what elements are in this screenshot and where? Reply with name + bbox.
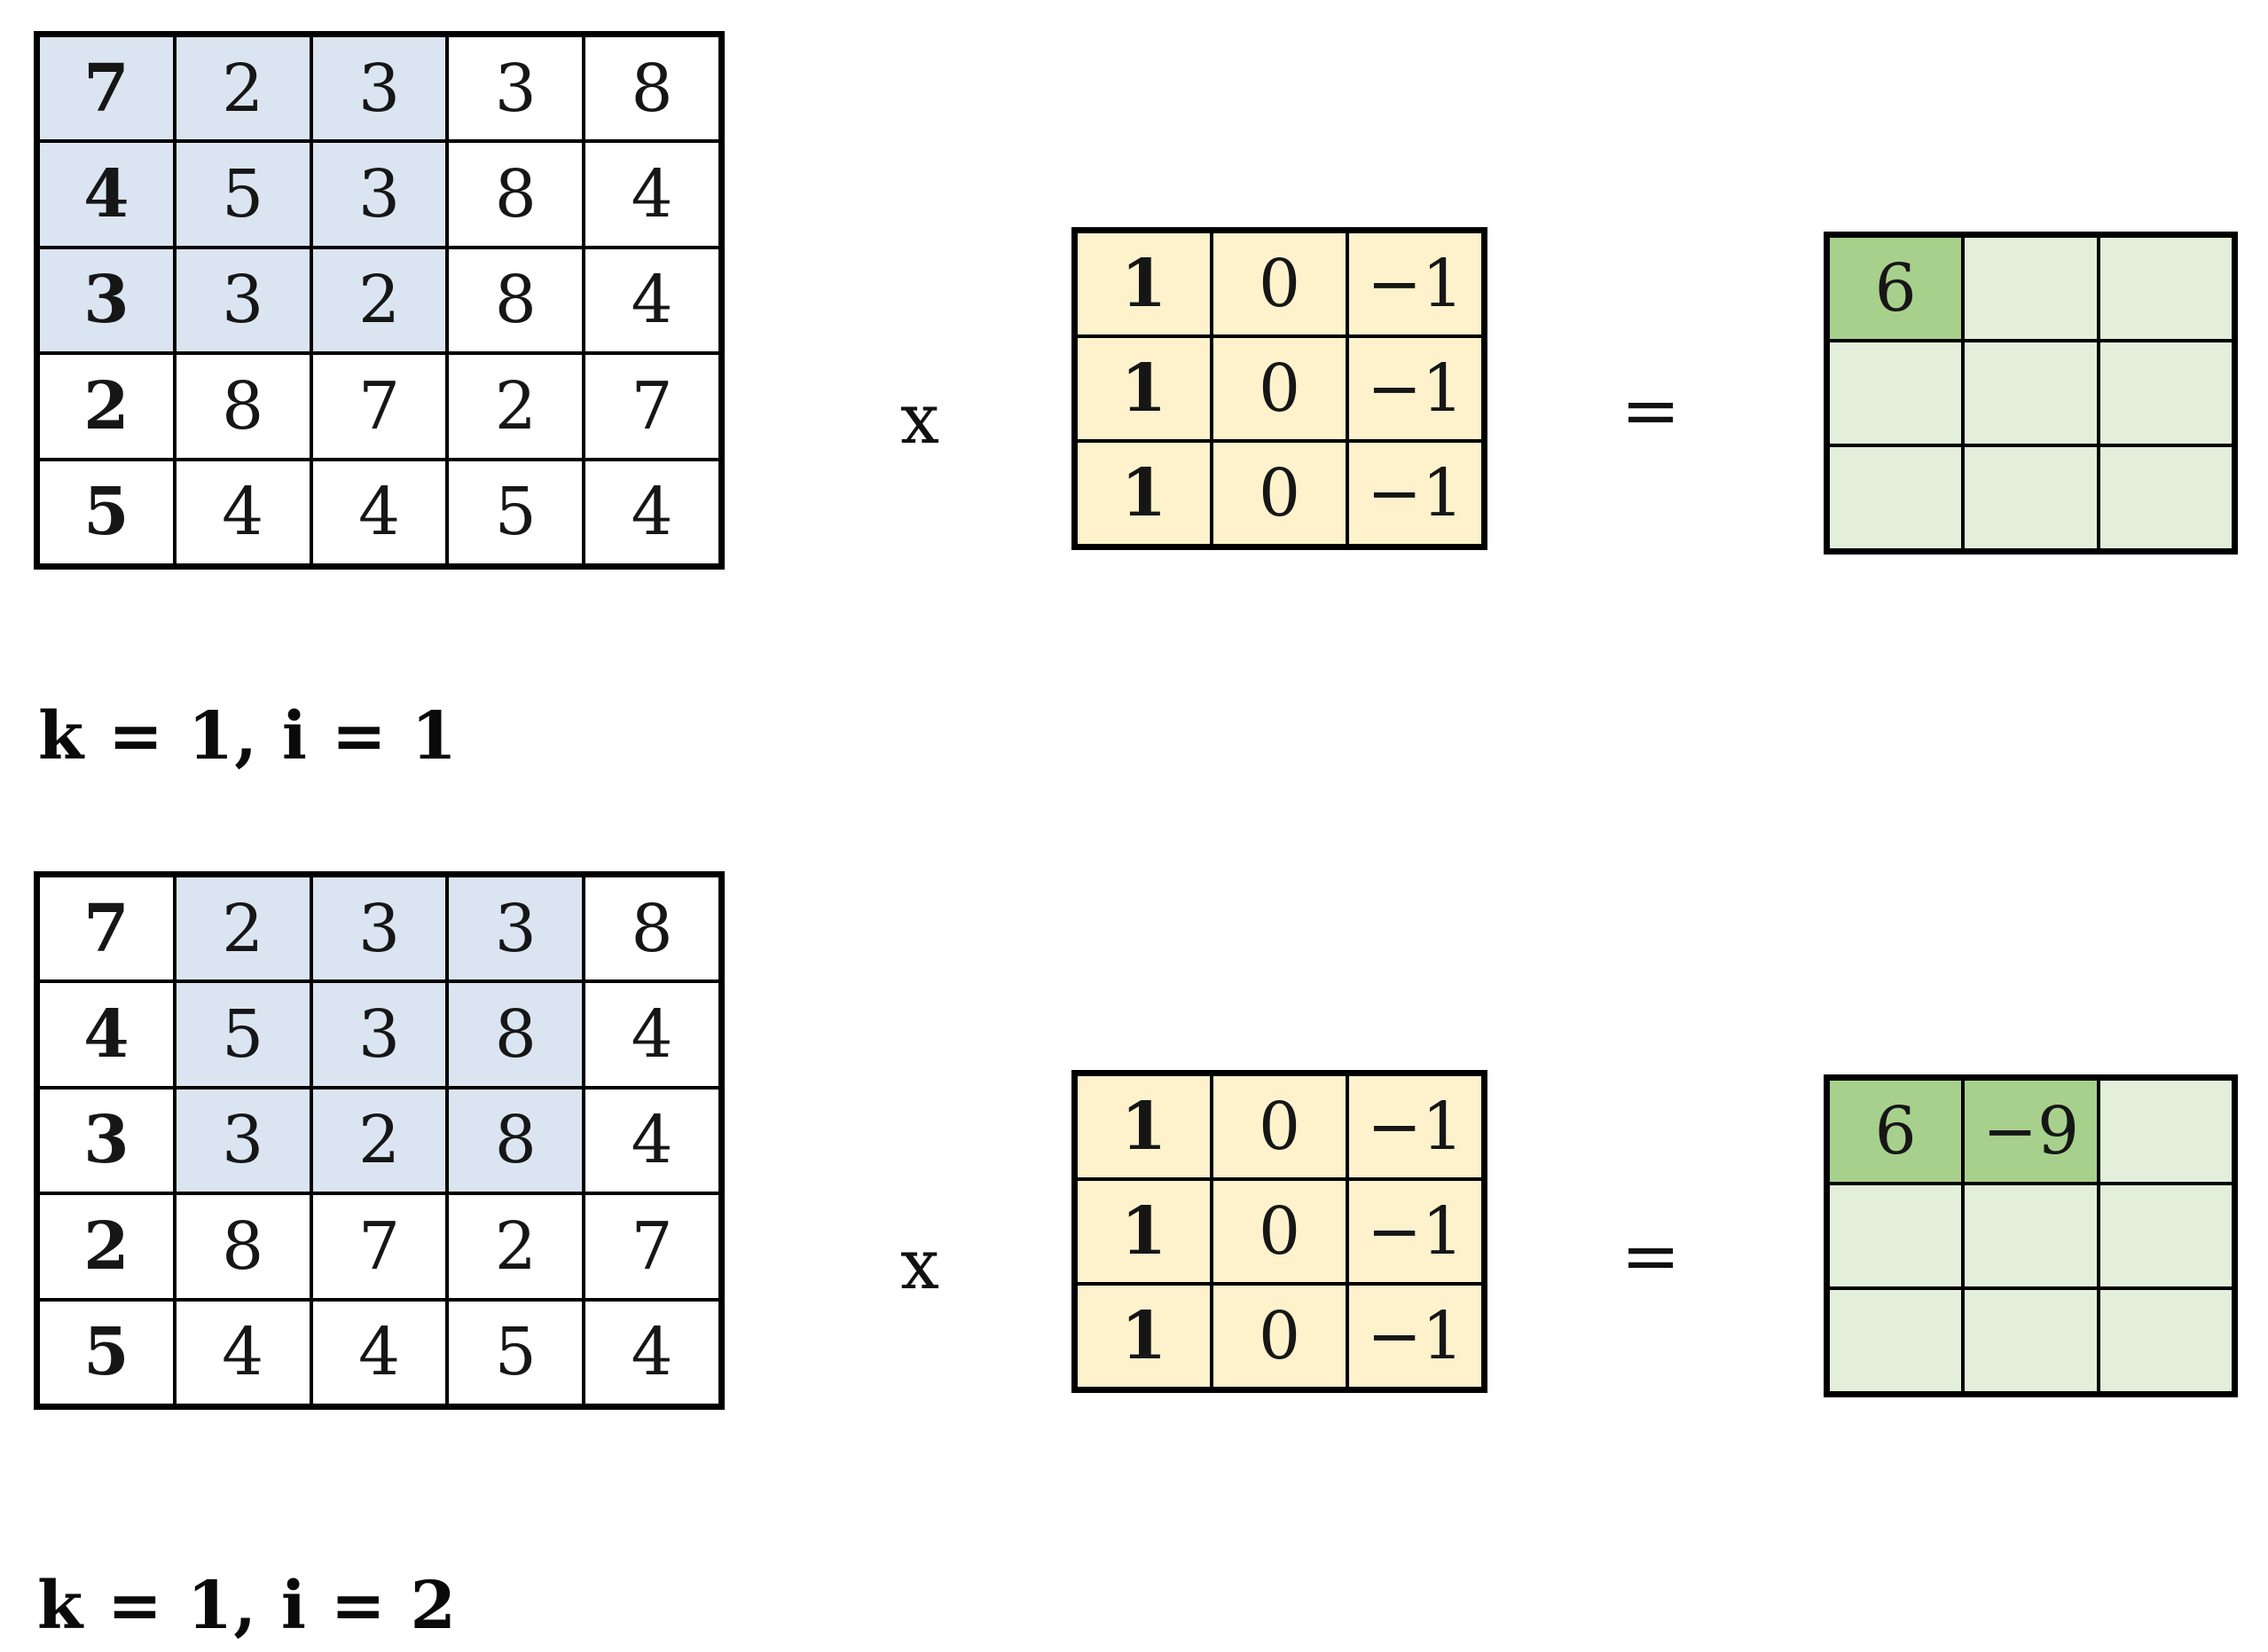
matrix-cell-r3c0: 2 <box>38 1193 175 1300</box>
matrix-cell-r2c3: 8 <box>447 247 585 354</box>
matrix-cell-r1c0 <box>1828 1184 1964 1288</box>
matrix-cell-r2c0: 3 <box>38 247 175 354</box>
matrix-cell-r3c4: 7 <box>584 353 720 460</box>
matrix-cell-r1c4: 4 <box>584 141 720 248</box>
equals-operator-step1: = <box>1621 369 1681 452</box>
matrix-cell-r4c4: 4 <box>584 459 720 565</box>
matrix-cell-r0c1 <box>1963 236 2099 341</box>
matrix-cell-r0c2 <box>2098 1079 2233 1184</box>
matrix-cell-r0c0: 7 <box>38 876 175 982</box>
matrix-cell-r1c3: 8 <box>447 141 585 248</box>
matrix-cell-r1c0: 4 <box>38 981 175 1088</box>
matrix-cell-r0c1: 0 <box>1212 232 1347 336</box>
matrix-cell-r0c4: 8 <box>584 876 720 982</box>
step2-label: k = 1, i = 2 <box>37 1568 457 1644</box>
matrix-cell-r0c2 <box>2098 236 2233 341</box>
matrix-cell-r4c2: 4 <box>310 1299 448 1405</box>
matrix-cell-r3c1: 8 <box>174 353 311 460</box>
matrix-cell-r1c2 <box>2098 341 2233 445</box>
matrix-cell-r3c3: 2 <box>447 353 585 460</box>
matrix-cell-r1c1: 5 <box>174 141 311 248</box>
matrix-cell-r2c2 <box>2098 445 2233 550</box>
matrix-cell-r0c0: 1 <box>1076 232 1212 336</box>
matrix-cell-r0c0: 6 <box>1828 236 1964 341</box>
matrix-cell-r2c3: 8 <box>447 1087 585 1194</box>
matrix-cell-r4c3: 5 <box>447 459 585 565</box>
matrix-cell-r3c3: 2 <box>447 1193 585 1300</box>
matrix-cell-r2c1: 0 <box>1212 441 1347 546</box>
matrix-cell-r2c4: 4 <box>584 1087 720 1194</box>
multiply-operator-step2: x <box>900 1225 939 1305</box>
matrix-cell-r2c1: 0 <box>1212 1284 1347 1388</box>
matrix-cell-r2c2: −1 <box>1347 441 1483 546</box>
matrix-cell-r3c0: 2 <box>38 353 175 460</box>
matrix-cell-r0c3: 3 <box>447 35 585 142</box>
matrix-cell-r0c2: −1 <box>1347 1074 1483 1179</box>
matrix-cell-r0c0: 1 <box>1076 1074 1212 1179</box>
matrix-cell-r3c2: 7 <box>310 1193 448 1300</box>
matrix-cell-r1c2: −1 <box>1347 336 1483 441</box>
matrix-cell-r0c0: 7 <box>38 35 175 142</box>
matrix-cell-r2c2: −1 <box>1347 1284 1483 1388</box>
matrix-cell-r4c0: 5 <box>38 1299 175 1405</box>
matrix-cell-r2c2: 2 <box>310 1087 448 1194</box>
matrix-cell-r2c0: 1 <box>1076 441 1212 546</box>
multiply-operator-step1: x <box>900 380 939 460</box>
matrix-cell-r3c1: 8 <box>174 1193 311 1300</box>
matrix-cell-r2c1 <box>1963 1288 2099 1393</box>
matrix-cell-r4c1: 4 <box>174 1299 311 1405</box>
matrix-cell-r0c2: −1 <box>1347 232 1483 336</box>
matrix-cell-r2c0: 3 <box>38 1087 175 1194</box>
matrix-cell-r1c0: 4 <box>38 141 175 248</box>
matrix-cell-r2c2 <box>2098 1288 2233 1393</box>
matrix-cell-r0c4: 8 <box>584 35 720 142</box>
matrix-cell-r2c0 <box>1828 445 1964 550</box>
matrix-cell-r2c0: 1 <box>1076 1284 1212 1388</box>
matrix-cell-r1c2: −1 <box>1347 1179 1483 1284</box>
matrix-cell-r4c1: 4 <box>174 459 311 565</box>
matrix-cell-r1c1 <box>1963 1184 2099 1288</box>
matrix-cell-r2c0 <box>1828 1288 1964 1393</box>
matrix-cell-r3c2: 7 <box>310 353 448 460</box>
matrix-cell-r4c2: 4 <box>310 459 448 565</box>
matrix-cell-r0c3: 3 <box>447 876 585 982</box>
matrix-cell-r2c1: 3 <box>174 1087 311 1194</box>
matrix-cell-r1c1: 0 <box>1212 336 1347 441</box>
matrix-cell-r1c2: 3 <box>310 981 448 1088</box>
matrix-cell-r1c0: 1 <box>1076 336 1212 441</box>
matrix-cell-r0c2: 3 <box>310 876 448 982</box>
matrix-cell-r4c4: 4 <box>584 1299 720 1405</box>
matrix-cell-r1c1: 0 <box>1212 1179 1347 1284</box>
step1-label: k = 1, i = 1 <box>38 698 458 775</box>
matrix-cell-r0c1: 2 <box>174 876 311 982</box>
matrix-cell-r2c4: 4 <box>584 247 720 354</box>
matrix-cell-r1c4: 4 <box>584 981 720 1088</box>
output-matrix-step1: 6 <box>1824 232 2238 555</box>
matrix-cell-r4c0: 5 <box>38 459 175 565</box>
matrix-cell-r2c1: 3 <box>174 247 311 354</box>
matrix-cell-r2c2: 2 <box>310 247 448 354</box>
matrix-cell-r1c0: 1 <box>1076 1179 1212 1284</box>
matrix-cell-r0c0: 6 <box>1828 1079 1964 1184</box>
matrix-cell-r0c1: 2 <box>174 35 311 142</box>
output-matrix-step2: 6−9 <box>1824 1074 2238 1397</box>
matrix-cell-r1c1 <box>1963 341 2099 445</box>
matrix-cell-r1c1: 5 <box>174 981 311 1088</box>
matrix-cell-r0c2: 3 <box>310 35 448 142</box>
matrix-cell-r4c3: 5 <box>447 1299 585 1405</box>
matrix-cell-r0c1: 0 <box>1212 1074 1347 1179</box>
matrix-cell-r3c4: 7 <box>584 1193 720 1300</box>
matrix-cell-r0c1: −9 <box>1963 1079 2099 1184</box>
equals-operator-step2: = <box>1621 1215 1681 1297</box>
matrix-cell-r1c0 <box>1828 341 1964 445</box>
matrix-cell-r1c3: 8 <box>447 981 585 1088</box>
matrix-cell-r1c2 <box>2098 1184 2233 1288</box>
matrix-cell-r1c2: 3 <box>310 141 448 248</box>
matrix-cell-r2c1 <box>1963 445 2099 550</box>
